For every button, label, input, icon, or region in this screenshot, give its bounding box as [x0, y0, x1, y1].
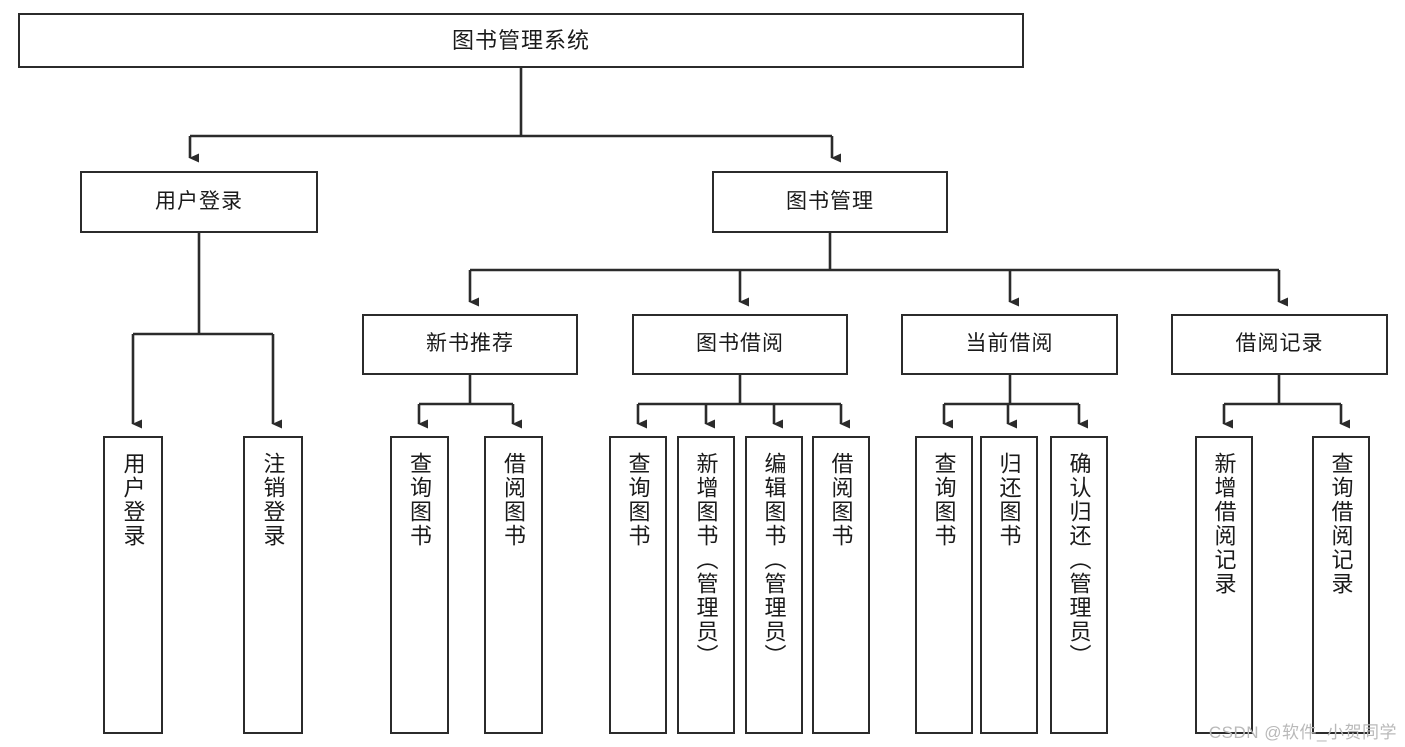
- node-label: 新增图书（管理员）: [693, 452, 719, 668]
- node-label: 新增借阅记录: [1211, 452, 1237, 596]
- leaf-add-book-admin[interactable]: 新增图书（管理员）: [677, 436, 735, 734]
- watermark-text: CSDN @软件_小贺同学: [1208, 723, 1397, 742]
- leaf-confirm-return-admin[interactable]: 确认归还（管理员）: [1050, 436, 1108, 734]
- node-label: 借阅记录: [1235, 332, 1324, 356]
- node-current-borrow[interactable]: 当前借阅: [901, 314, 1118, 375]
- node-label: 查询图书: [407, 452, 433, 548]
- node-label: 确认归还（管理员）: [1066, 452, 1092, 668]
- node-book-borrow[interactable]: 图书借阅: [632, 314, 848, 375]
- node-borrow-records[interactable]: 借阅记录: [1171, 314, 1388, 375]
- node-label: 图书借阅: [696, 332, 784, 356]
- node-root-system[interactable]: 图书管理系统: [18, 13, 1024, 68]
- leaf-logout[interactable]: 注销登录: [243, 436, 303, 734]
- leaf-query-books-current[interactable]: 查询图书: [915, 436, 973, 734]
- node-label: 查询借阅记录: [1328, 452, 1354, 596]
- node-label: 图书管理: [786, 189, 874, 213]
- leaf-query-books-recommend[interactable]: 查询图书: [390, 436, 449, 734]
- leaf-return-books[interactable]: 归还图书: [980, 436, 1038, 734]
- node-label: 用户登录: [120, 452, 146, 548]
- node-label: 注销登录: [260, 452, 286, 548]
- node-label: 借阅图书: [828, 452, 854, 548]
- node-user-login[interactable]: 用户登录: [80, 171, 318, 233]
- node-new-book-recommend[interactable]: 新书推荐: [362, 314, 578, 375]
- leaf-edit-book-admin[interactable]: 编辑图书（管理员）: [745, 436, 803, 734]
- node-label: 编辑图书（管理员）: [761, 452, 787, 668]
- leaf-user-login[interactable]: 用户登录: [103, 436, 163, 734]
- node-label: 归还图书: [996, 452, 1022, 548]
- leaf-borrow-books[interactable]: 借阅图书: [812, 436, 870, 734]
- leaf-query-borrow-record[interactable]: 查询借阅记录: [1312, 436, 1370, 734]
- node-label: 查询图书: [931, 452, 957, 548]
- node-book-management[interactable]: 图书管理: [712, 171, 948, 233]
- node-label: 借阅图书: [501, 452, 527, 548]
- leaf-query-books-borrow[interactable]: 查询图书: [609, 436, 667, 734]
- node-label: 查询图书: [625, 452, 651, 548]
- leaf-borrow-books-recommend[interactable]: 借阅图书: [484, 436, 543, 734]
- node-label: 当前借阅: [965, 332, 1054, 356]
- leaf-add-borrow-record[interactable]: 新增借阅记录: [1195, 436, 1253, 734]
- node-label: 新书推荐: [426, 332, 514, 356]
- node-label: 图书管理系统: [451, 27, 590, 53]
- node-label: 用户登录: [155, 189, 243, 213]
